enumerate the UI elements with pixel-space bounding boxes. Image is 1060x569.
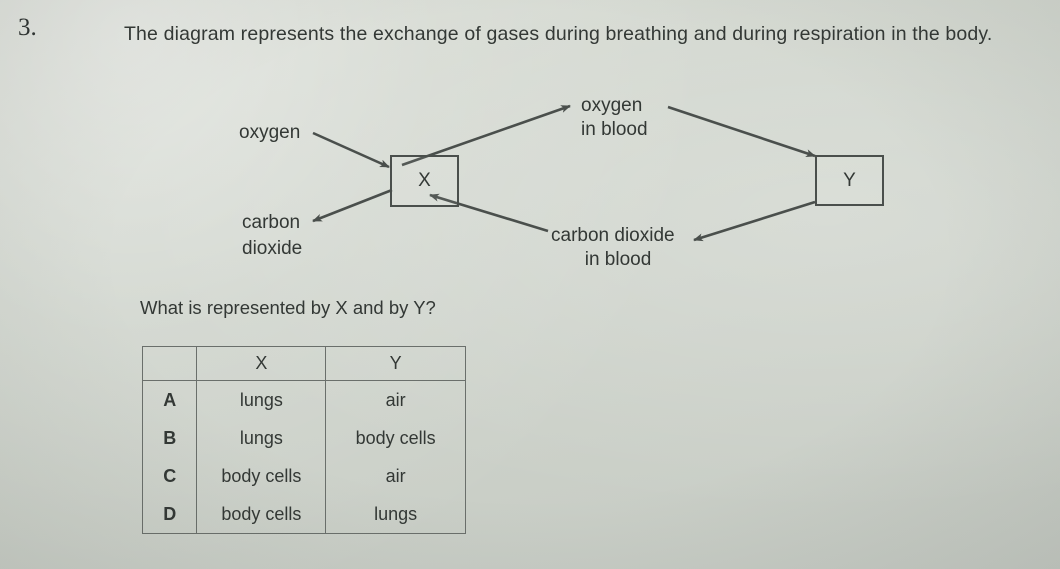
option-x-value: body cells: [196, 457, 327, 495]
label-oxygen-in-blood-line2: in blood: [581, 119, 648, 140]
header-blank: [141, 346, 198, 381]
label-co2-in-blood-line2: in blood: [584, 249, 652, 270]
question-stem: The diagram represents the exchange of g…: [124, 23, 993, 45]
option-letter: D: [141, 495, 198, 534]
option-y-value: lungs: [325, 495, 466, 534]
header-y: Y: [325, 346, 466, 381]
option-letter: C: [141, 457, 198, 495]
question-number: 3.: [18, 14, 37, 41]
table-row[interactable]: A lungs air: [141, 380, 466, 419]
label-oxygen-in-blood-line1: oxygen: [581, 95, 643, 116]
arrow-oxygen-into-x: [312, 131, 390, 169]
label-carbon-dioxide-left-line1: carbon: [242, 212, 301, 233]
label-co2-in-blood-line1: carbon dioxide: [551, 225, 675, 246]
arrow-co2-out-of-x: [312, 188, 393, 223]
option-x-value: body cells: [196, 495, 327, 534]
table-row[interactable]: C body cells air: [141, 457, 466, 495]
option-letter: B: [141, 419, 198, 457]
answer-options-table: X Y A lungs air B lungs body cells C bod…: [141, 346, 466, 534]
gas-exchange-diagram: X Y oxygen carbon dioxide oxygen in bloo…: [0, 85, 1060, 290]
box-y: Y: [815, 155, 884, 206]
option-x-value: lungs: [196, 380, 327, 419]
box-x: X: [390, 155, 459, 207]
label-carbon-dioxide-left-line2: dioxide: [242, 238, 303, 259]
option-letter: A: [141, 380, 198, 419]
header-x: X: [196, 346, 327, 381]
option-x-value: lungs: [196, 419, 327, 457]
sub-question-prompt: What is represented by X and by Y?: [140, 297, 436, 318]
table-header-row: X Y: [141, 346, 466, 381]
arrow-co2-in-blood-into-x: [429, 193, 549, 233]
label-oxygen-left: oxygen: [239, 122, 301, 143]
option-y-value: air: [325, 457, 466, 495]
box-y-label: Y: [843, 169, 856, 191]
box-x-label: X: [418, 170, 431, 191]
option-y-value: air: [325, 380, 466, 419]
table-row[interactable]: D body cells lungs: [141, 495, 466, 534]
option-y-value: body cells: [325, 419, 466, 457]
diagram-arrows: [312, 104, 816, 242]
arrow-co2-in-blood-from-y: [693, 200, 816, 242]
arrow-oxygen-in-blood-into-y: [667, 105, 816, 158]
table-row[interactable]: B lungs body cells: [141, 419, 466, 457]
